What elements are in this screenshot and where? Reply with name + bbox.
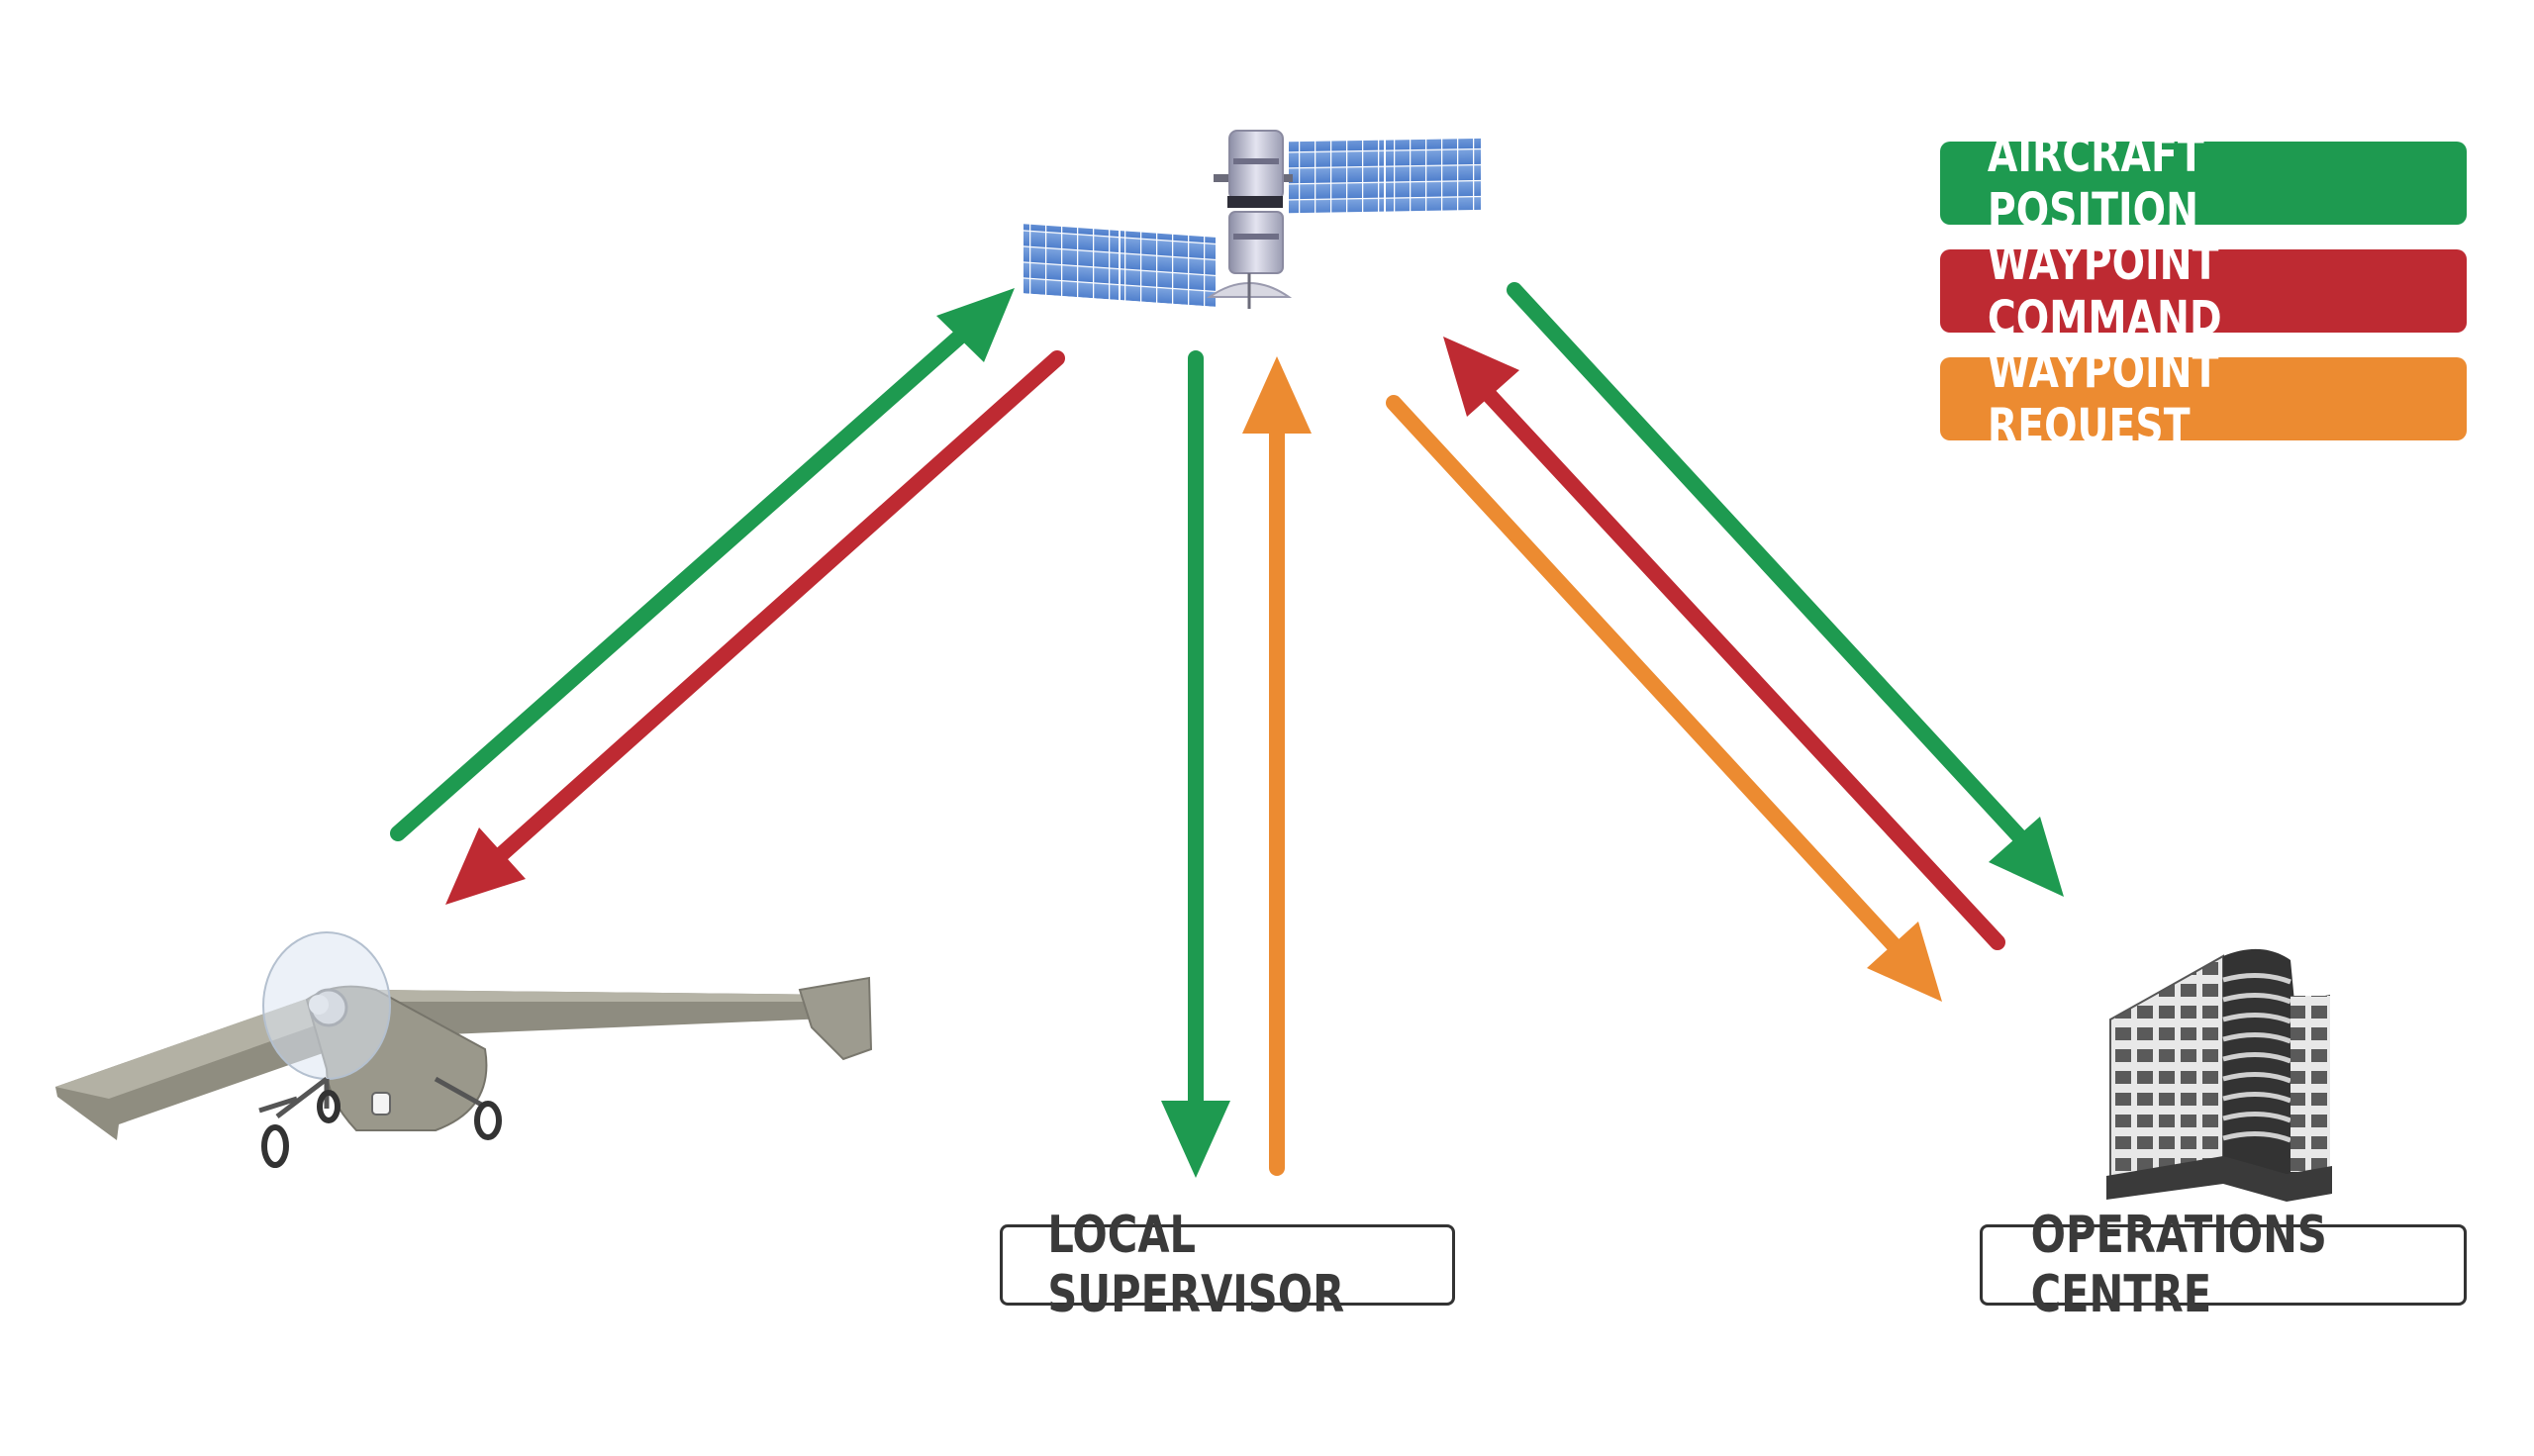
operations-centre-label: OPERATIONS CENTRE <box>1980 1206 2467 1324</box>
waypoint-request-arrow-local-supervisor-to-satellite <box>1242 356 1312 1176</box>
legend-waypoint-command: WAYPOINT COMMAND <box>1940 236 2467 346</box>
satellite-icon <box>1023 130 1481 309</box>
waypoint-request-arrow-satellite-to-operations-centre <box>1386 395 1942 1002</box>
waypoint-command-arrow-satellite-to-aircraft <box>445 350 1065 905</box>
legend-waypoint-command-label: WAYPOINT COMMAND <box>1987 236 2222 346</box>
legend-waypoint-request-label: WAYPOINT REQUEST <box>1987 343 2219 454</box>
office-building-icon <box>2106 948 2332 1202</box>
local-supervisor-label: LOCAL SUPERVISOR <box>1000 1206 1455 1324</box>
aircraft-position-arrow-aircraft-to-satellite <box>390 288 1015 841</box>
aircraft-position-arrow-satellite-to-operations-centre <box>1507 282 2064 897</box>
waypoint-command-arrow-operations-centre-to-satellite <box>1443 337 2005 950</box>
uav-aircraft-icon <box>55 931 873 1168</box>
legend-aircraft-position: AIRCRAFT POSITION <box>1940 128 2467 239</box>
local-supervisor-text: LOCAL SUPERVISOR <box>1047 1206 1345 1324</box>
operations-centre-text: OPERATIONS CENTRE <box>2030 1206 2327 1324</box>
aircraft-position-arrow-satellite-to-local-supervisor <box>1161 350 1230 1178</box>
legend-aircraft-position-label: AIRCRAFT POSITION <box>1987 128 2204 239</box>
legend-waypoint-request: WAYPOINT REQUEST <box>1940 343 2467 454</box>
